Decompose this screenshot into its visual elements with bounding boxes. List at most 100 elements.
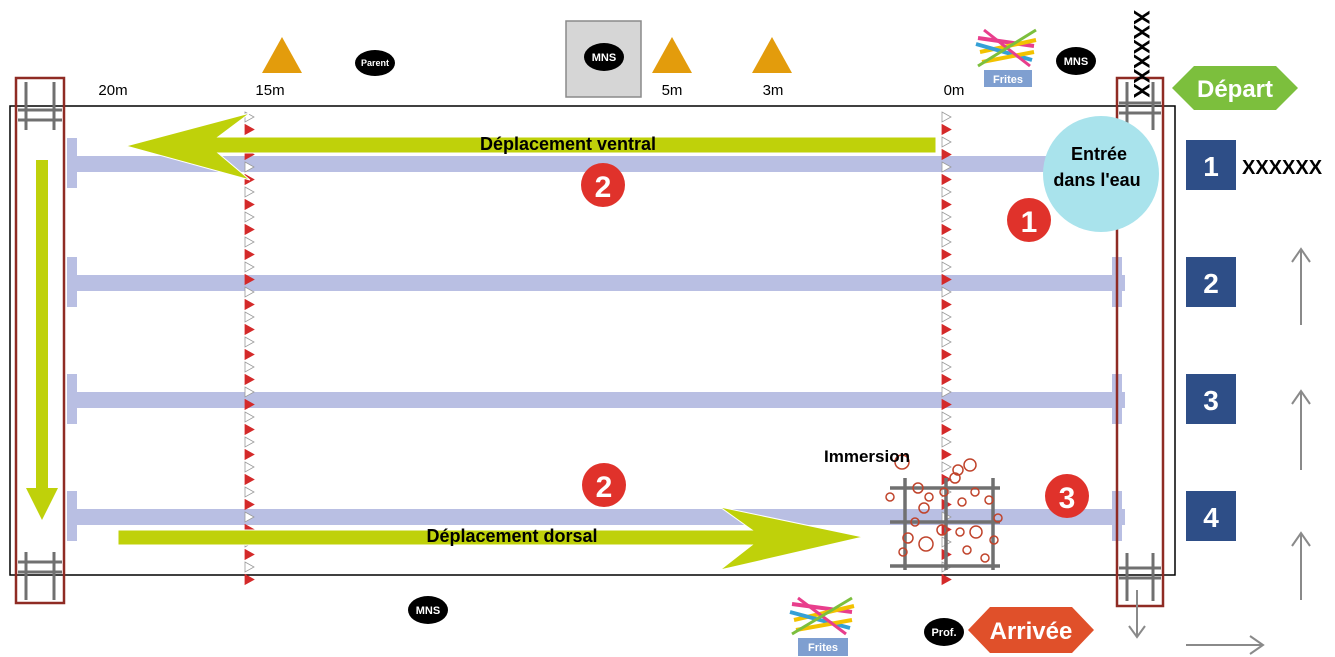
mns-badge-top-text: MNS xyxy=(592,52,616,64)
bubble xyxy=(910,517,920,527)
marker-triangle xyxy=(244,186,255,198)
lane-1-name: XXXXXX xyxy=(1242,157,1323,179)
distance-20m: 20m xyxy=(98,82,127,99)
up-arrow-icon xyxy=(1291,531,1311,600)
bubble xyxy=(918,536,934,552)
mns-badge-right: MNS xyxy=(1056,47,1096,75)
marker-triangle xyxy=(244,398,255,411)
marker-triangle xyxy=(941,386,952,398)
bubble xyxy=(989,535,999,545)
marker-triangle xyxy=(941,223,952,236)
marker-triangle xyxy=(244,486,255,498)
bubble xyxy=(957,497,967,507)
bubble xyxy=(949,472,961,484)
distance-15m: 15m xyxy=(255,82,284,99)
marker-triangle xyxy=(941,236,952,248)
dorsal-arrow-label: Déplacement dorsal xyxy=(426,526,597,546)
mns-badge-bottom-text: MNS xyxy=(416,605,440,617)
marker-triangle xyxy=(941,461,952,473)
arrivee-sign: Arrivée xyxy=(968,607,1094,653)
bubble xyxy=(969,525,983,539)
down-arrow-icon xyxy=(1128,590,1146,639)
bubble xyxy=(984,495,994,505)
marker-triangle xyxy=(941,411,952,423)
marker-triangle xyxy=(244,223,255,236)
step-badge-1: 1 xyxy=(1007,198,1051,242)
right-arrow-icon xyxy=(1186,635,1265,655)
lane-line-2 xyxy=(70,275,1125,291)
entry-zone-line1: Entrée xyxy=(1071,144,1127,164)
parent-badge-text: Parent xyxy=(361,58,389,68)
marker-triangle xyxy=(941,348,952,361)
bubble xyxy=(902,532,914,544)
marker-triangle xyxy=(941,161,952,173)
bubble xyxy=(898,547,908,557)
step-badge-2-top: 2 xyxy=(581,163,625,207)
right-frame xyxy=(1115,76,1165,608)
bubble xyxy=(894,454,910,470)
marker-triangle xyxy=(244,123,255,136)
lane-line-4 xyxy=(70,509,1125,525)
marker-triangle xyxy=(244,511,255,523)
marker-triangle xyxy=(244,573,255,586)
marker-triangle xyxy=(941,261,952,273)
step-badge-2-bottom: 2 xyxy=(582,463,626,507)
bubble xyxy=(885,492,895,502)
distance-0m: 0m xyxy=(944,82,965,99)
marker-triangle xyxy=(244,461,255,473)
bubble xyxy=(918,502,930,514)
marker-triangle xyxy=(244,361,255,373)
bubble xyxy=(939,487,949,497)
frites-icon-bottom: Frites xyxy=(789,596,855,656)
bubble xyxy=(993,513,1003,523)
step-badge-1-text: 1 xyxy=(1021,206,1038,239)
bubble xyxy=(936,524,948,536)
prof-badge: Prof. xyxy=(924,618,964,646)
entry-zone-line2: dans l'eau xyxy=(1053,170,1140,190)
distance-3m: 3m xyxy=(763,82,784,99)
marker-triangle xyxy=(244,198,255,211)
pool-outline xyxy=(9,105,1176,576)
marker-triangle xyxy=(244,436,255,448)
bubble xyxy=(955,527,965,537)
lane-box-3-text: 3 xyxy=(1203,385,1219,416)
parent-badge: Parent xyxy=(355,50,395,76)
marker-triangle xyxy=(244,211,255,223)
frites-label-bottom: Frites xyxy=(808,642,838,654)
marker-triangle xyxy=(941,286,952,298)
ventral-arrow xyxy=(124,112,937,181)
cone-icon xyxy=(752,37,792,73)
marker-triangle xyxy=(941,136,952,148)
marker-triangle xyxy=(244,311,255,323)
marker-triangle xyxy=(244,373,255,386)
marker-triangle xyxy=(941,123,952,136)
lane-box-3: 3 xyxy=(1186,374,1236,424)
marker-triangle xyxy=(941,336,952,348)
lane-box-1-text: 1 xyxy=(1203,151,1219,182)
cone-icon xyxy=(262,37,302,73)
ventral-arrow-label: Déplacement ventral xyxy=(480,134,656,154)
step-badge-3-text: 3 xyxy=(1059,482,1076,515)
step-badge-3: 3 xyxy=(1045,474,1089,518)
cone-icon xyxy=(652,37,692,73)
marker-triangle xyxy=(244,386,255,398)
frites-icon-top: Frites xyxy=(975,28,1037,87)
left-frame xyxy=(14,76,66,605)
marker-triangle xyxy=(244,236,255,248)
marker-triangle xyxy=(244,348,255,361)
prof-badge-text: Prof. xyxy=(931,627,956,639)
arrivee-sign-text: Arrivée xyxy=(990,618,1073,645)
marker-triangle xyxy=(941,186,952,198)
bubble xyxy=(980,553,990,563)
marker-triangle xyxy=(941,211,952,223)
bubble xyxy=(924,492,934,502)
lane-box-4-text: 4 xyxy=(1203,502,1219,533)
marker-triangle xyxy=(941,111,952,123)
marker-triangle xyxy=(941,573,952,586)
step-badge-2-top-text: 2 xyxy=(595,171,612,204)
lane-lines xyxy=(67,138,1125,541)
lane-box-2-text: 2 xyxy=(1203,268,1219,299)
dorsal-arrow xyxy=(117,506,864,571)
marker-triangle xyxy=(244,423,255,436)
